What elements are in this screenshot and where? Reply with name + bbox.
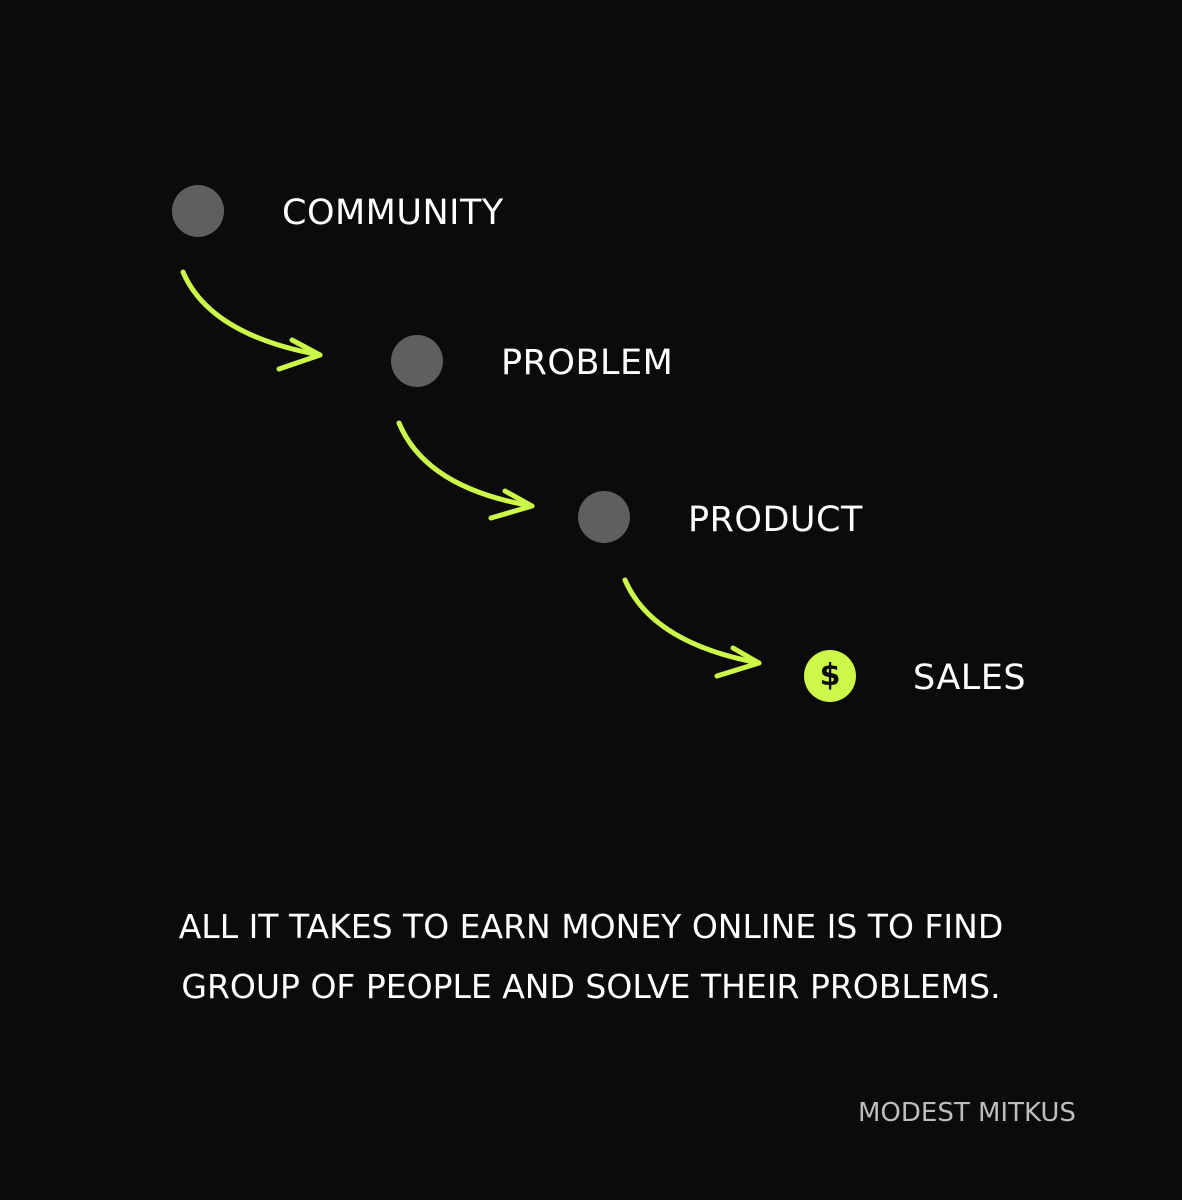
dollar-coin-icon: $ bbox=[804, 650, 856, 702]
step-label-sales: SALES bbox=[913, 658, 1027, 698]
step-label-problem: PROBLEM bbox=[501, 343, 674, 383]
author-credit: MODEST MITKUS bbox=[858, 1098, 1076, 1128]
curved-arrow-icon bbox=[396, 420, 535, 521]
community-dot-icon bbox=[172, 185, 224, 237]
step-label-community: COMMUNITY bbox=[282, 193, 504, 233]
curved-arrow-icon bbox=[622, 577, 762, 679]
curved-arrow-icon bbox=[180, 269, 323, 372]
caption-line-2: GROUP OF PEOPLE AND SOLVE THEIR PROBLEMS… bbox=[181, 967, 1001, 1006]
dollar-sign: $ bbox=[819, 658, 841, 693]
product-dot-icon bbox=[578, 491, 630, 543]
problem-dot-icon bbox=[391, 335, 443, 387]
step-label-product: PRODUCT bbox=[688, 500, 863, 540]
caption-line-1: ALL IT TAKES TO EARN MONEY ONLINE IS TO … bbox=[178, 907, 1004, 946]
